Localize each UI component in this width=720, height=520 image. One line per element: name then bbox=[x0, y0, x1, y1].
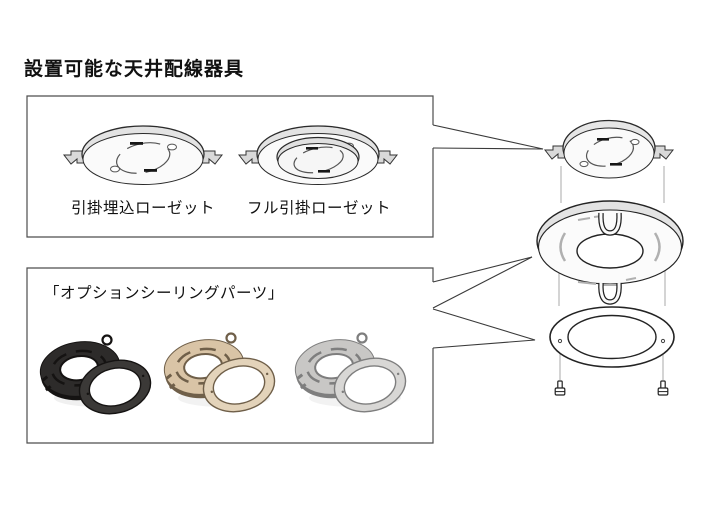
small-slots-bottom bbox=[577, 277, 637, 286]
right-tab bbox=[375, 150, 399, 165]
right-tab bbox=[200, 150, 224, 165]
trim-inner bbox=[88, 367, 142, 407]
ring-screw-hole bbox=[660, 338, 666, 344]
slot-mark-top bbox=[306, 147, 318, 150]
rosette-box-frame bbox=[26, 95, 544, 238]
center-opening bbox=[576, 233, 644, 269]
ceiling-part-photo-silver bbox=[294, 332, 407, 413]
screw-hole bbox=[630, 138, 640, 146]
ring-screw-hole bbox=[557, 338, 563, 344]
slot-mark-top bbox=[130, 142, 143, 145]
hanger-hook bbox=[356, 332, 368, 344]
left-tab bbox=[543, 145, 566, 160]
screw-hole bbox=[579, 160, 589, 168]
screw-left bbox=[554, 380, 566, 396]
page-title: 設置可能な天井配線器具 bbox=[24, 59, 245, 80]
screw-hole bbox=[167, 143, 177, 151]
option-box-frame bbox=[26, 256, 536, 444]
top-hook-fill bbox=[599, 212, 621, 235]
trim-ring bbox=[202, 357, 276, 413]
trim-hole bbox=[265, 372, 269, 376]
hanger-hook bbox=[225, 332, 237, 344]
bottom-hook-fill bbox=[599, 282, 621, 304]
tab-mark bbox=[168, 383, 176, 390]
arc-slot-right bbox=[653, 232, 661, 262]
callout-wedge-trim-ring bbox=[432, 308, 536, 349]
slot-mark-bottom bbox=[610, 163, 622, 166]
trim-ring bbox=[78, 359, 152, 415]
rosette-face bbox=[563, 127, 655, 179]
tab-mark bbox=[296, 373, 304, 380]
slot-mark-top bbox=[597, 138, 609, 141]
trim-hole bbox=[341, 390, 345, 393]
screw-right bbox=[657, 380, 669, 396]
screw-shaft bbox=[557, 380, 563, 390]
ceiling-part-photo-beige bbox=[163, 332, 276, 413]
right-tab bbox=[652, 145, 675, 160]
assembly-trim-ring bbox=[549, 306, 675, 368]
exploded-assembly bbox=[536, 119, 684, 396]
callout-wedge-rosette bbox=[432, 124, 544, 150]
trim-inner bbox=[212, 365, 266, 405]
trim-hole bbox=[396, 372, 400, 376]
option-parts-label: 「オプションシーリングパーツ」 bbox=[44, 285, 284, 302]
full-hook-rosette-label: フル引掛ローゼット bbox=[246, 200, 392, 217]
tab-mark bbox=[165, 373, 173, 380]
hanger-hook bbox=[101, 334, 113, 346]
callout-wedge-adapter bbox=[432, 256, 533, 309]
screw-shaft bbox=[660, 380, 666, 390]
tab-mark bbox=[41, 375, 49, 382]
assembly-adapter-plate bbox=[536, 200, 684, 305]
trim-hole bbox=[86, 392, 90, 395]
trim-ring bbox=[333, 357, 407, 413]
ring-inner bbox=[567, 314, 657, 360]
rosette-box-border bbox=[26, 95, 434, 238]
trim-hole bbox=[210, 390, 214, 393]
tab-mark bbox=[44, 385, 52, 392]
recessed-rosette-label: 引掛埋込ローゼット bbox=[70, 200, 216, 217]
tab-mark bbox=[299, 383, 307, 390]
ceiling-part-photo-black bbox=[39, 334, 152, 415]
screw-hole bbox=[110, 165, 120, 173]
recessed-rosette-illustration bbox=[62, 125, 224, 185]
arc-slot-left bbox=[559, 232, 567, 262]
full-hook-rosette-illustration bbox=[237, 125, 399, 185]
left-tab bbox=[62, 150, 86, 165]
left-tab bbox=[237, 150, 261, 165]
rosette-face bbox=[82, 133, 204, 185]
trim-hole bbox=[141, 374, 145, 378]
trim-inner bbox=[343, 365, 397, 405]
slot-mark-bottom bbox=[144, 169, 157, 172]
assembly-rosette bbox=[543, 119, 675, 179]
slot-mark-bottom bbox=[318, 170, 330, 173]
option-box-border bbox=[26, 267, 434, 444]
